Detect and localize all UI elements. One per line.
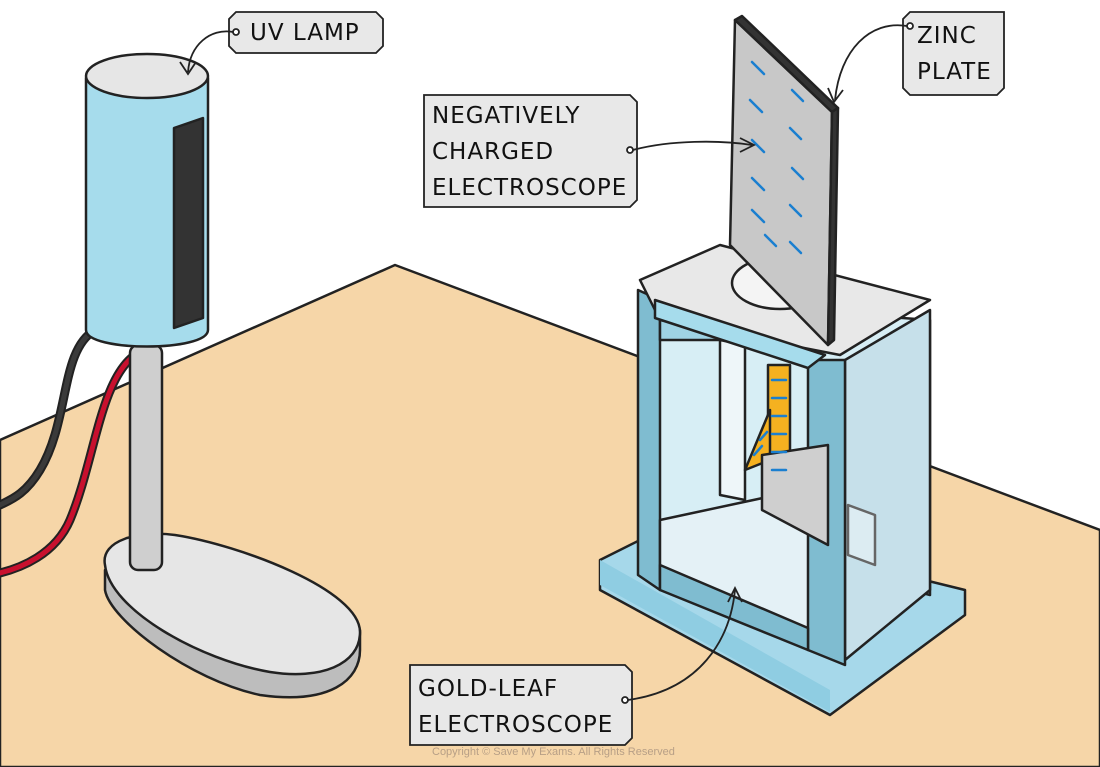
copyright-text: Copyright © Save My Exams. All Rights Re… bbox=[432, 746, 675, 758]
red-cable-inner bbox=[0, 352, 138, 576]
zinc-plate-label: ZINC PLATE bbox=[917, 23, 992, 85]
uv-lamp-label: UV LAMP bbox=[250, 20, 360, 46]
uv-lamp-tag bbox=[228, 11, 384, 54]
zinc-plate-tag bbox=[902, 11, 1005, 96]
lamp-window bbox=[172, 116, 205, 330]
gold-leaf-label: GOLD-LEAF ELECTROSCOPE bbox=[418, 676, 614, 738]
negative-charge-marks bbox=[748, 60, 805, 472]
negatively-charged-label: NEGATIVELY CHARGED ELECTROSCOPE bbox=[432, 103, 628, 201]
pointer-lines bbox=[179, 22, 914, 704]
gold-leaf-tag bbox=[409, 664, 633, 746]
electroscope-left-frame bbox=[636, 288, 662, 592]
lamp-pole bbox=[128, 343, 164, 572]
black-cable-inner bbox=[0, 327, 98, 508]
negatively-charged-tag bbox=[423, 94, 638, 208]
lamp-top bbox=[84, 52, 210, 100]
